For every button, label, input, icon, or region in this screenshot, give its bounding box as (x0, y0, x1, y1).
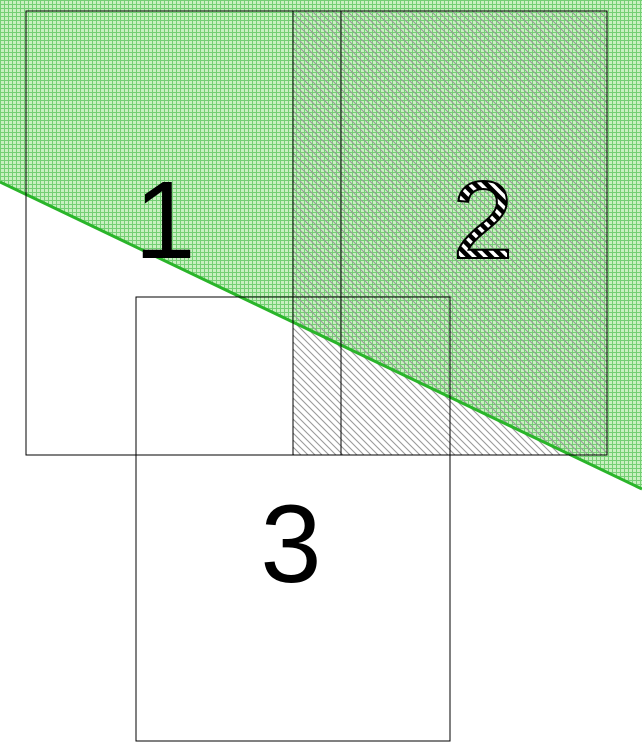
box-1-label: 1 (134, 159, 195, 282)
box-3-label: 3 (260, 483, 321, 606)
box-3 (135, 296, 451, 742)
box-2-label: 2 (452, 159, 513, 282)
boundary-line (0, 180, 642, 491)
